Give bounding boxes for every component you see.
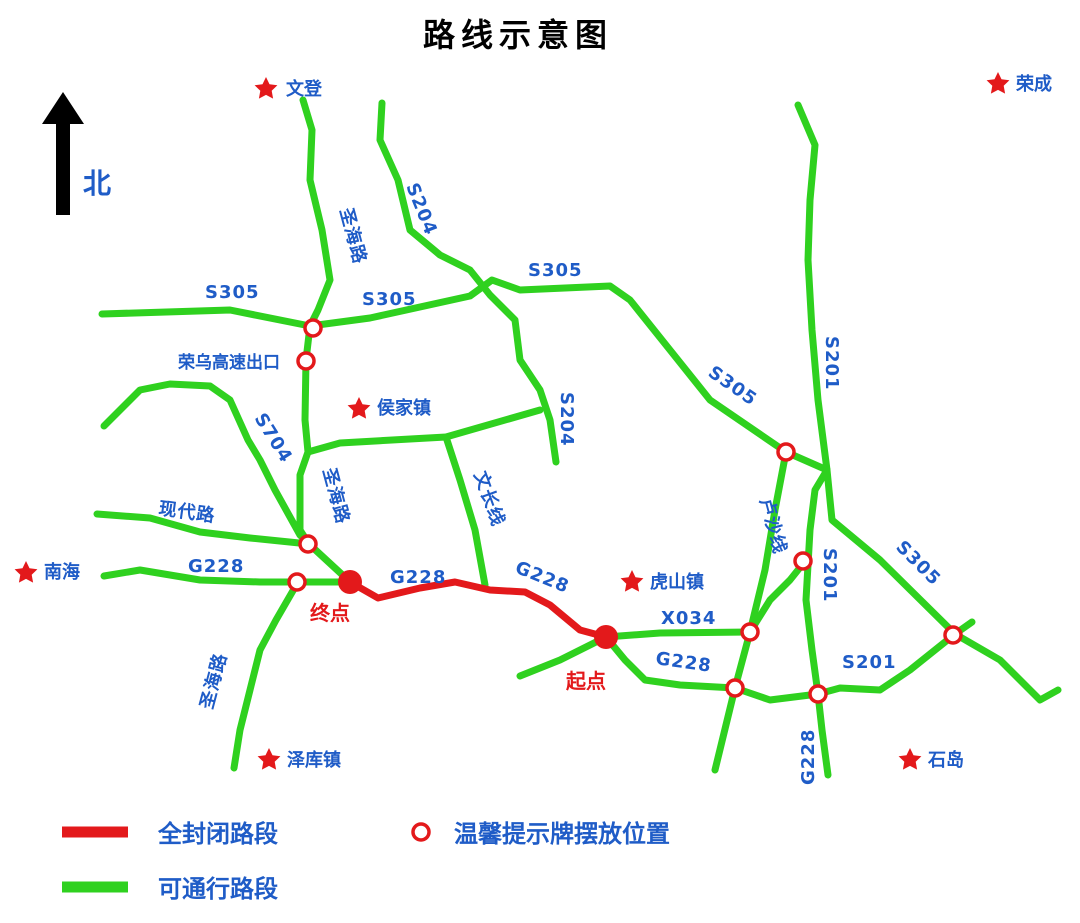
- place-label-hushan: 虎山镇: [650, 571, 704, 593]
- place-label-zeku: 泽库镇: [287, 749, 341, 771]
- sign-marker: [287, 572, 307, 592]
- road-g228-closed: [346, 578, 610, 641]
- legend-closed-label: 全封闭路段: [157, 820, 278, 848]
- place-label-houjia: 侯家镇: [377, 397, 431, 419]
- road-label-g228: G228: [654, 648, 713, 677]
- road-g228-sw-stub: [516, 633, 610, 680]
- end-point-label: 终点: [310, 601, 350, 625]
- road-s201-north: [794, 101, 831, 474]
- start-point-label: 起点: [565, 669, 606, 693]
- north-label: 北: [83, 167, 111, 200]
- legend-sign-label: 温馨提示牌摆放位置: [454, 820, 670, 848]
- road-label-s305: S305: [362, 289, 417, 310]
- roads-open: [93, 96, 1062, 779]
- road-label-s201: S201: [842, 652, 897, 673]
- road-houjia-branch: [304, 406, 544, 456]
- place-label-shidao: 石岛: [927, 749, 964, 771]
- star-icon: [257, 748, 281, 770]
- star-icon: [620, 570, 644, 592]
- places: 文登 荣成 侯家镇 南海 虎山镇 泽库镇 石岛 荣乌高速出口: [14, 72, 1052, 771]
- sign-marker: [793, 551, 813, 571]
- road-label-s201: S201: [819, 548, 840, 603]
- star-icon: [14, 561, 38, 583]
- road-label-lusha: 卢沙线: [755, 496, 791, 557]
- road-lusha: [711, 448, 790, 774]
- sign-marker: [296, 351, 316, 371]
- road-s201-south: [802, 466, 832, 779]
- sign-positions: [287, 318, 963, 704]
- road-label-shenghai: 圣海路: [318, 465, 354, 527]
- road-label-s305: S305: [528, 260, 583, 281]
- road-label-s305: S305: [205, 282, 260, 303]
- road-label-s201: S201: [821, 336, 842, 391]
- sign-marker: [776, 442, 796, 462]
- legend-open-label: 可通行路段: [158, 875, 278, 903]
- place-label-rongwu-exit: 荣乌高速出口: [177, 352, 280, 373]
- road-label-s204: S204: [556, 392, 577, 447]
- map-title: 路线示意图: [423, 16, 613, 54]
- road-wenchang: [442, 433, 489, 589]
- road-x034: [602, 628, 754, 641]
- legend-sign-icon: [411, 822, 431, 842]
- road-label-g228: G228: [798, 729, 819, 785]
- road-label-g228: G228: [188, 556, 244, 577]
- place-label-rongcheng: 荣成: [1015, 73, 1052, 95]
- sign-marker: [298, 534, 318, 554]
- road-s204: [376, 99, 560, 466]
- star-icon: [347, 397, 371, 419]
- star-icon: [986, 72, 1010, 94]
- legend: 全封闭路段 可通行路段 温馨提示牌摆放位置: [62, 820, 670, 903]
- sign-marker: [725, 678, 745, 698]
- road-s305-west: [98, 306, 314, 330]
- sign-marker: [740, 622, 760, 642]
- road-label-g228: G228: [390, 567, 446, 588]
- road-s201-link: [746, 556, 810, 636]
- start-point-marker: [594, 625, 618, 649]
- road-label-shenghai: 圣海路: [335, 205, 371, 267]
- road-label-shenghai: 圣海路: [195, 651, 231, 713]
- north-arrow-icon: [42, 92, 84, 215]
- road-label-x034: X034: [661, 608, 716, 629]
- star-icon: [898, 748, 922, 770]
- sign-marker: [808, 684, 828, 704]
- end-point-marker: [338, 570, 362, 594]
- road-g228-east: [602, 618, 976, 704]
- place-label-wendeng: 文登: [286, 78, 323, 100]
- place-label-nanhai: 南海: [44, 561, 80, 583]
- sign-marker: [303, 318, 323, 338]
- star-icon: [254, 77, 278, 99]
- sign-marker: [943, 625, 963, 645]
- road-xiandai: [93, 510, 313, 548]
- road-s704: [100, 380, 313, 548]
